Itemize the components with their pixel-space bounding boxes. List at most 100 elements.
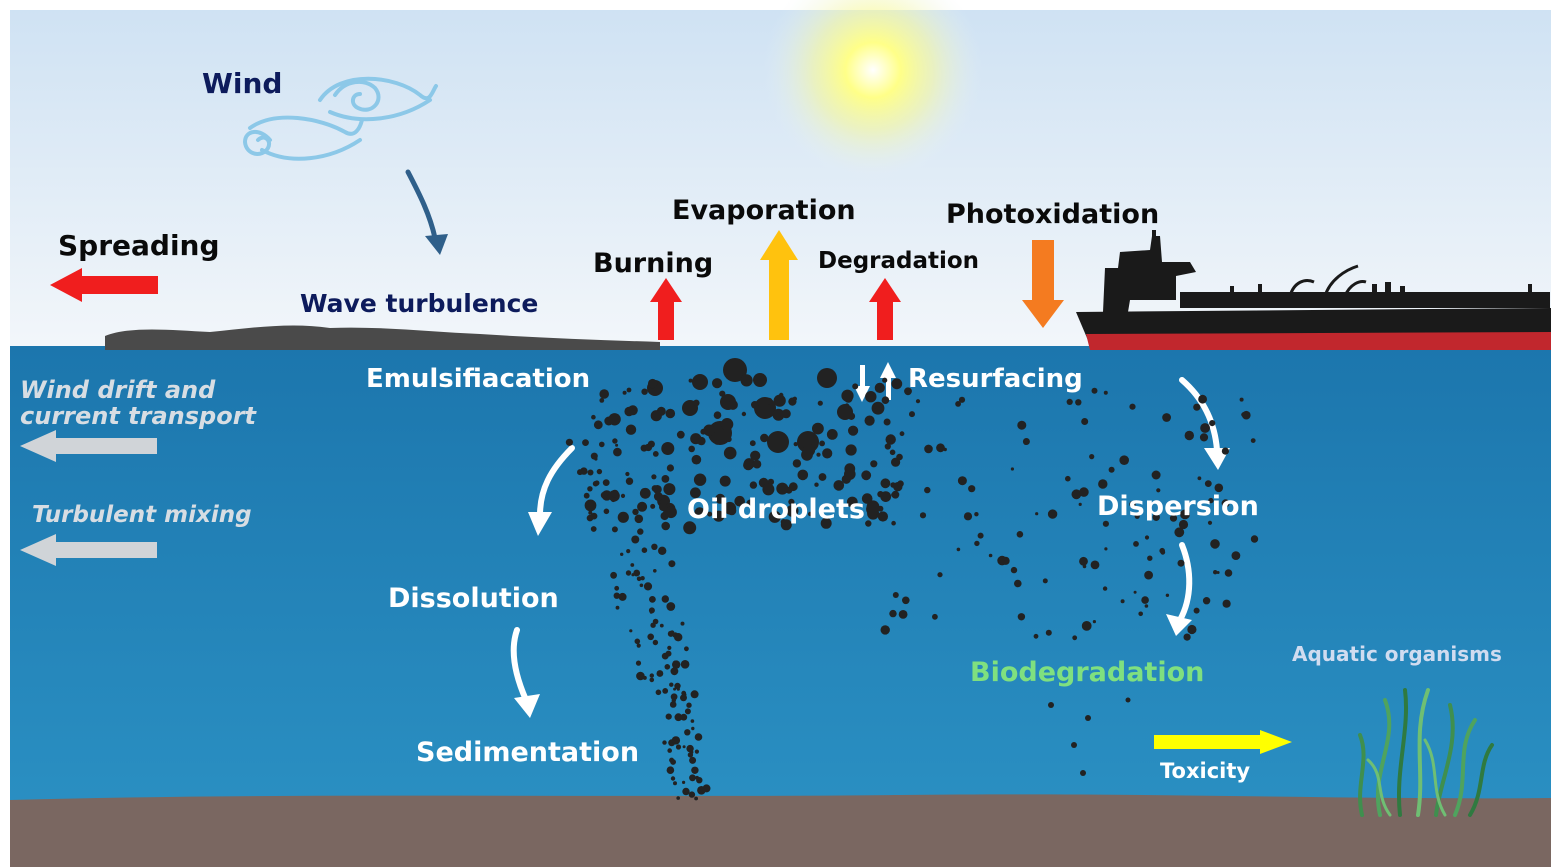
oil-droplet	[707, 511, 713, 517]
oil-droplet	[641, 547, 648, 553]
oil-droplet	[1208, 497, 1214, 504]
oil-droplet	[684, 708, 691, 715]
oil-droplet	[694, 733, 703, 741]
oil-droplet	[694, 796, 698, 801]
oil-droplet	[974, 540, 980, 547]
oil-droplet	[780, 519, 792, 531]
oil-droplet	[715, 493, 726, 504]
oil-droplet	[618, 592, 627, 601]
oil-droplet	[1066, 398, 1073, 405]
burning-arrow-icon	[650, 278, 682, 340]
oil-droplet	[626, 387, 632, 393]
oil-droplet	[588, 510, 593, 515]
oil-droplet	[661, 442, 675, 455]
oil-droplet	[659, 502, 668, 512]
oil-droplet	[600, 491, 608, 499]
oil-droplet	[635, 660, 642, 666]
oil-droplet	[582, 439, 589, 446]
oil-droplet	[1079, 487, 1089, 497]
photoxidation-arrow-icon	[1022, 240, 1064, 328]
oil-droplet	[1120, 599, 1125, 604]
oil-droplet	[881, 396, 890, 405]
oil-droplet	[700, 428, 707, 435]
oil-droplet	[591, 414, 596, 420]
oil-droplet	[727, 506, 737, 516]
oil-droplet	[682, 745, 686, 749]
oil-droplet	[625, 477, 634, 485]
oil-droplet	[880, 478, 891, 489]
oil-droplet	[1184, 430, 1195, 441]
oil-droplet	[625, 424, 637, 435]
oil-droplet	[848, 425, 859, 436]
oil-droplet	[676, 430, 685, 439]
oil-droplet	[883, 418, 891, 426]
dispersion-label: Dispersion	[1097, 491, 1259, 522]
oil-droplet	[650, 410, 662, 422]
oil-droplet	[608, 413, 621, 426]
oil-droplet	[924, 444, 933, 454]
oil-droplet	[765, 397, 773, 405]
oil-droplet	[924, 486, 931, 494]
wind-label: Wind	[202, 67, 283, 100]
oil-droplet	[690, 719, 695, 723]
oil-droplet	[1033, 633, 1039, 639]
oil-droplet	[937, 572, 943, 578]
oil-droplet	[889, 609, 897, 618]
oil-droplet	[1197, 476, 1202, 481]
oil-droplet	[620, 552, 624, 556]
oil-droplet	[1133, 590, 1137, 594]
oil-droplet	[665, 506, 677, 519]
oil-droplet	[1174, 527, 1185, 538]
oil-droplet	[683, 521, 697, 535]
oil-droplet	[1016, 531, 1024, 538]
oil-droplet	[955, 401, 961, 407]
oil-droplet	[1102, 586, 1108, 591]
oil-droplet	[792, 459, 802, 468]
to-dispersion-arrow-icon	[1179, 377, 1220, 453]
oil-droplet	[877, 505, 884, 512]
oil-droplet	[676, 796, 680, 800]
oil-droplet	[1048, 702, 1054, 708]
oil-droplet	[734, 495, 745, 507]
oil-droplet	[749, 440, 756, 447]
oil-droplet	[767, 478, 775, 486]
wind-swirl-icon	[242, 76, 438, 161]
oil-droplet	[1082, 564, 1087, 569]
oil-droplet	[613, 592, 620, 599]
oil-droplet	[663, 483, 676, 496]
water	[10, 346, 1551, 806]
oil-droplet	[630, 563, 635, 567]
dissolution-label: Dissolution	[388, 583, 559, 614]
oil-droplet	[885, 434, 896, 445]
oil-droplet	[691, 726, 695, 731]
oil-droplet	[1017, 613, 1026, 621]
oil-droplet	[1134, 513, 1140, 519]
oil-droplet	[1200, 423, 1210, 433]
oil-droplet	[749, 481, 758, 489]
spreading-label: Spreading	[58, 229, 220, 262]
oil-droplet	[1144, 570, 1153, 580]
oil-droplet	[599, 389, 609, 399]
oil-droplet	[977, 532, 984, 539]
oil-droplet	[1075, 399, 1082, 406]
oil-droplet	[1081, 418, 1089, 425]
oil-droplet	[1133, 541, 1139, 547]
oil-droplet	[596, 468, 603, 475]
current-transport-arrow-icon	[20, 430, 157, 462]
oil-droplet	[670, 759, 676, 765]
oil-droplet	[1213, 570, 1218, 575]
oil-droplet	[1102, 520, 1109, 527]
oil-droplet	[746, 499, 755, 508]
oil-droplet	[614, 585, 620, 591]
oil-droplet	[1071, 742, 1077, 748]
oil-droplet	[1144, 535, 1150, 540]
oil-droplet	[650, 622, 656, 628]
oil-droplet	[712, 378, 723, 389]
oil-droplet	[898, 610, 908, 619]
oil-droplet	[671, 736, 681, 745]
oil-droplet	[680, 694, 687, 702]
oil-droplet	[957, 476, 967, 486]
oil-droplet	[1207, 520, 1213, 525]
oil-droplet	[669, 682, 674, 687]
oil-droplet	[697, 436, 706, 446]
